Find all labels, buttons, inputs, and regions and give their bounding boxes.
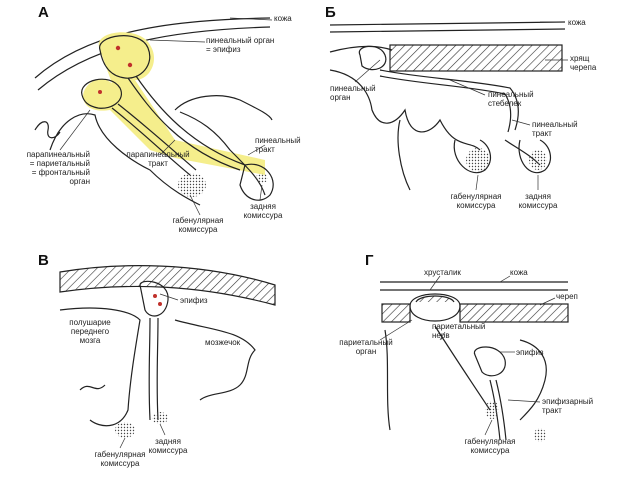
panel-a-label-skin: кожа <box>274 14 292 23</box>
panel-a-highlight <box>83 32 265 176</box>
panel-d-label-epiphyseal-tract: эпифизарный тракт <box>542 397 594 415</box>
panel-a-skin-line <box>34 17 271 79</box>
panel-d-label-lens: хрусталик <box>424 268 461 277</box>
panel-a-pineal-vesicle <box>99 35 151 79</box>
leader-lines <box>59 17 568 449</box>
panel-d-label-skull: череп <box>556 292 578 301</box>
panel-a-drawing <box>34 17 274 206</box>
panel-d-label-epiphysis: эпифиз <box>516 348 544 357</box>
panel-b-skull-cartilage <box>389 44 563 72</box>
panel-d-letter: Г <box>365 252 374 269</box>
panel-b-label-habenular: габенулярная комиссура <box>450 192 502 210</box>
panel-d-label-habenular: габенулярная комиссура <box>464 437 516 455</box>
panel-a-label-parapineal-tract: парапинеальный тракт <box>126 150 190 168</box>
panel-b-label-skull: хрящ черепа <box>570 54 597 72</box>
panel-d-label-skin: кожа <box>510 268 528 277</box>
panel-d-label-parietal-organ: париетальный орган <box>339 338 393 356</box>
panel-b-letter: Б <box>325 4 336 21</box>
panel-c-label-posterior: задняя комиссура <box>148 437 188 455</box>
panel-d-parietal-eye <box>409 293 461 322</box>
panel-b-label-pineal-organ: пинеальный орган <box>330 84 376 102</box>
panel-b-label-skin: кожа <box>568 18 586 27</box>
panel-a-label-pineal-organ: пинеальный орган = эпифиз <box>206 36 275 54</box>
panel-a-label-parapineal: парапинеальный = париетальный = фронталь… <box>26 150 90 186</box>
panel-a-label-pineal-tract: пинеальный тракт <box>255 136 301 154</box>
panel-a-parapineal-vesicle <box>81 78 122 109</box>
panel-a-label-posterior: задняя комиссура <box>243 202 283 220</box>
panel-b-skin-line <box>329 21 566 26</box>
panel-c-drawing <box>59 265 276 438</box>
panel-c-label-hemisphere: полушарие переднего мозга <box>69 318 111 345</box>
panel-d-label-parietal-nerve: париетальный нерв <box>432 322 486 340</box>
panel-c-label-epiphysis: эпифиз <box>180 296 208 305</box>
panel-c-letter: В <box>38 252 49 269</box>
panel-b-label-pineal-stalk: пинеальный стебелек <box>488 90 534 108</box>
panel-c-skull <box>59 265 276 306</box>
panel-d-skull <box>459 303 569 323</box>
panel-b-drawing <box>329 21 566 191</box>
panel-d-drawing <box>380 281 569 442</box>
panel-b-label-pineal-tract: пинеальный тракт <box>532 120 578 138</box>
panel-a-label-habenular: габенулярная комиссура <box>172 216 224 234</box>
panel-a-letter: А <box>38 4 49 21</box>
panel-b-label-posterior: задняя комиссура <box>518 192 558 210</box>
panel-c-label-cerebellum: мозжечок <box>205 338 241 347</box>
panel-c-label-habenular: габенулярная комиссура <box>94 450 146 468</box>
